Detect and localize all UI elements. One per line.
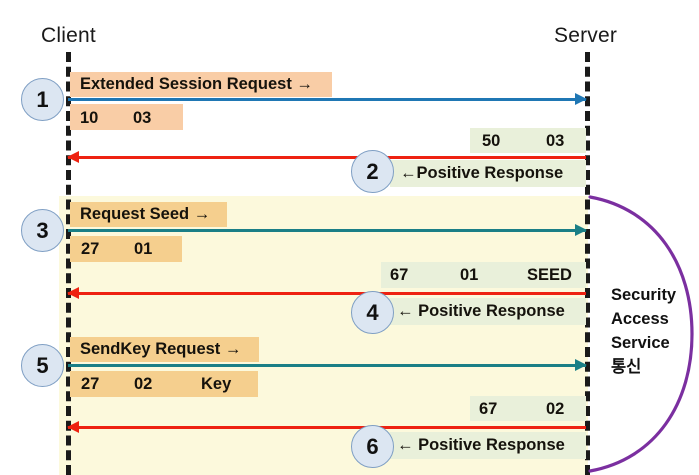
step-6-arrow-shaft xyxy=(68,426,586,429)
step-2-arrow-head xyxy=(67,151,79,163)
step-2-label: ←Positive Response xyxy=(400,164,564,182)
step-1-fields-box xyxy=(70,104,183,130)
step-1-field-0: 10 xyxy=(80,109,99,127)
step-2-field-0: 50 xyxy=(482,132,501,150)
step-3-arrow-shaft xyxy=(68,229,586,232)
step-2-label-box: ←Positive Response xyxy=(390,160,586,187)
step-5-field-1: 02 xyxy=(134,375,153,393)
step-4-fields-box xyxy=(381,262,586,288)
step-5-field-2: Key xyxy=(201,375,232,393)
actor-label-server: Server xyxy=(554,24,618,47)
step-6-field-0: 67 xyxy=(479,400,498,418)
step-6-fields-box xyxy=(470,396,586,421)
step-1-field-1: 03 xyxy=(133,109,152,127)
step-6-label: ← Positive Response xyxy=(397,436,565,454)
step-6-arrow-head xyxy=(67,421,79,433)
step-3-fields-box xyxy=(70,236,182,262)
lifeline-server xyxy=(585,52,590,475)
step-4-field-2: SEED xyxy=(527,266,572,284)
step-3-label: Request Seed → xyxy=(80,205,211,223)
step-2-arrow-shaft xyxy=(68,156,586,159)
step-2-field-1: 03 xyxy=(546,132,565,150)
step-5-field-0: 27 xyxy=(81,375,100,393)
step-circle-6[interactable]: 6 xyxy=(351,425,394,468)
security-access-annotation: Security Access Service 통신 xyxy=(611,286,677,376)
step-5-label: SendKey Request → xyxy=(80,340,242,358)
step-6-label-box: ← Positive Response xyxy=(381,432,586,459)
step-3-field-1: 01 xyxy=(134,240,153,258)
step-circle-5[interactable]: 5 xyxy=(21,344,64,387)
step-6-field-1: 02 xyxy=(546,400,565,418)
step-1-arrow-shaft xyxy=(68,98,586,101)
step-5-arrow-head xyxy=(575,359,587,371)
step-3-label-box: Request Seed → xyxy=(70,202,227,227)
step-4-field-1: 01 xyxy=(460,266,479,284)
step-circle-4[interactable]: 4 xyxy=(351,291,394,334)
step-1-label: Extended Session Request → xyxy=(80,75,313,93)
step-4-arrow-head xyxy=(67,287,79,299)
lifeline-client xyxy=(66,52,71,475)
step-1-arrow-head xyxy=(575,93,587,105)
step-3-field-0: 27 xyxy=(81,240,100,258)
step-5-label-box: SendKey Request → xyxy=(70,337,259,362)
step-3-arrow-head xyxy=(575,224,587,236)
step-2-fields-box xyxy=(470,128,586,153)
step-4-field-0: 67 xyxy=(390,266,409,284)
step-5-arrow-shaft xyxy=(68,364,586,367)
step-circle-3[interactable]: 3 xyxy=(21,209,64,252)
step-1-label-box: Extended Session Request → xyxy=(70,72,332,97)
step-circle-1[interactable]: 1 xyxy=(21,78,64,121)
step-4-label: ← Positive Response xyxy=(397,302,565,320)
step-4-label-box: ← Positive Response xyxy=(381,298,586,325)
actor-label-client: Client xyxy=(41,24,96,47)
step-circle-2[interactable]: 2 xyxy=(351,150,394,193)
step-5-fields-box xyxy=(70,371,258,397)
step-4-arrow-shaft xyxy=(68,292,586,295)
